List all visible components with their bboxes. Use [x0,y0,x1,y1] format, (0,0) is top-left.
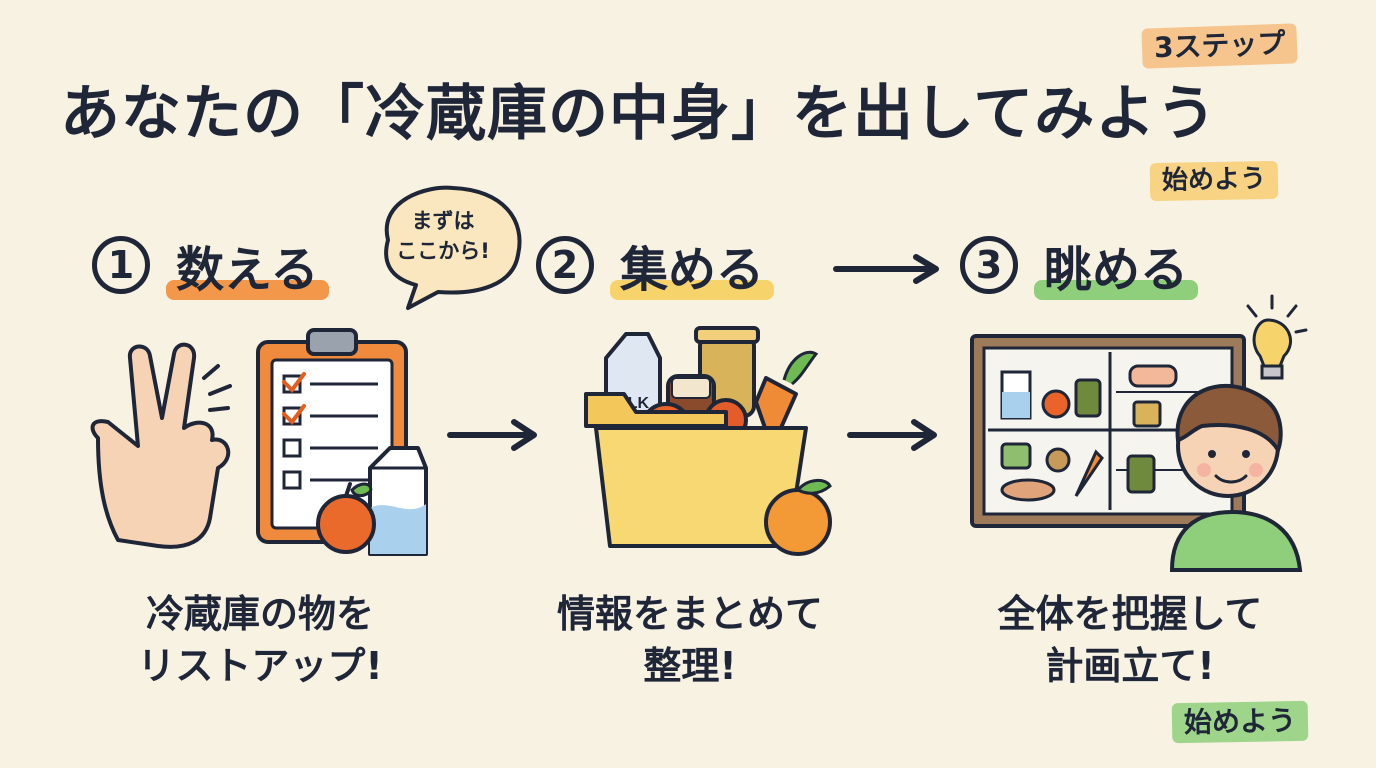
speech-bubble: まずは ここから! [368,180,528,320]
start-badge-top: 始めよう [1149,160,1279,201]
step-arrow-1-icon [447,419,537,451]
step-3-caption-line-1: 全体を把握して [997,592,1263,636]
step-3-header: 3 眺める [960,230,1199,300]
orange-icon [764,479,832,556]
step-2-number: 2 [536,236,594,294]
step-2-caption-line-1: 情報をまとめて [556,592,823,636]
bubble-line-1: まずは [411,209,475,233]
step-2-header: 2 集める [536,230,775,300]
step-3-caption: 全体を把握して 計画立て! [960,588,1300,692]
step-1-caption-line-2: リストアップ! [137,644,383,688]
step-2-label: 集める [620,242,765,298]
three-steps-badge: 3ステップ [1141,23,1299,70]
speech-bubble-shape [384,185,522,310]
step-2-caption: 情報をまとめて 整理! [520,588,860,692]
page-title: あなたの「冷蔵庫の中身」を出してみよう [60,79,1218,149]
lightbulb-icon [1246,294,1308,380]
clipboard-icon [256,328,408,544]
step-3-number: 3 [960,236,1018,294]
step-1-caption: 冷蔵庫の物を リストアップ! [90,588,430,692]
bubble-line-2: ここから! [396,239,490,263]
fridge-board-icon [970,334,1246,528]
header-arrow-icon [833,254,939,284]
step-1-header: 1 数える [92,230,329,300]
step-2-caption-line-2: 整理! [643,644,737,688]
milk-carton-icon [368,446,428,556]
peace-hand-icon [90,342,232,549]
person-avatar [1169,383,1303,572]
apple-icon [316,482,376,554]
step-3-caption-line-2: 計画立て! [1045,644,1215,688]
collect-illustration: MILK [584,326,832,556]
step-1-number: 1 [92,236,150,294]
start-badge-bottom: 始めよう [1171,700,1309,744]
step-1-caption-line-1: 冷蔵庫の物を [145,592,374,636]
step-3-label: 眺める [1044,242,1189,298]
step-arrow-2-icon [847,419,937,451]
step-1-label: 数える [176,242,319,298]
view-illustration [970,294,1308,572]
count-illustration [90,328,428,556]
